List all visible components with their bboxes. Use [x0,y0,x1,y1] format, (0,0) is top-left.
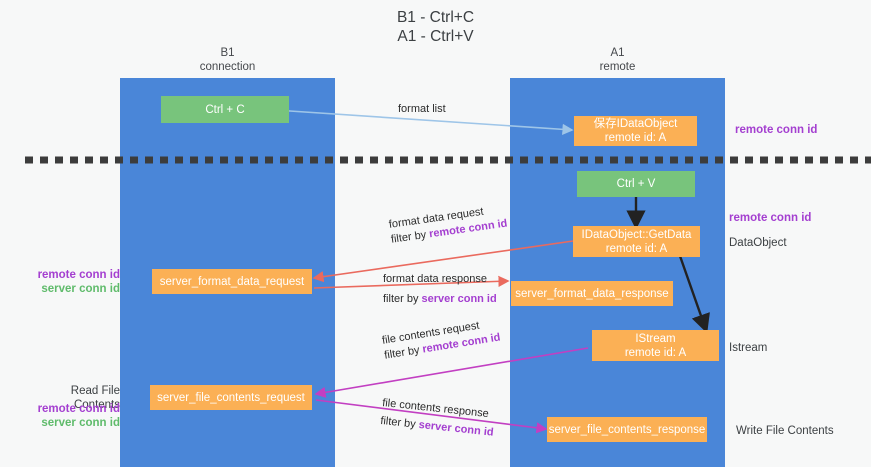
edge-label-file-contents-response: file contents response filter by server … [380,396,497,441]
right-label-istream: Istream [729,342,768,354]
node-ctrl-c[interactable]: Ctrl + C [161,96,289,123]
right-label-remote-conn-id-top: remote conn id [735,124,818,136]
page-title: B1 - Ctrl+C A1 - Ctrl+V [396,9,475,45]
edge-label-format-data-response-filter: filter by server conn id [383,293,497,305]
left-label-remote-conn-id-bottom: remote conn id [37,403,120,415]
node-server-format-data-request[interactable]: server_format_data_request [152,269,312,294]
node-istream[interactable]: IStream remote id: A [592,330,719,361]
node-ctrl-v[interactable]: Ctrl + V [577,171,695,197]
edge-label-format-data-request: format data request filter by remote con… [388,202,508,248]
lane-header-a1: A1 remote [599,47,636,73]
right-label-remote-conn-id-mid: remote conn id [729,212,812,224]
node-save-idataobject[interactable]: 保存IDataObject remote id: A [574,116,697,146]
edge-label-file-contents-request: file contents request filter by remote c… [381,316,502,364]
node-idataobject-getdata[interactable]: IDataObject::GetData remote id: A [573,226,700,257]
left-label-read-file-contents: Read File Contents [70,385,120,411]
lane-header-b1: B1 connection [199,47,256,73]
edge-label-format-data-response-text: format data response [383,273,487,285]
right-label-write-file-contents: Write File Contents [736,425,834,437]
edge-label-format-data-response: format data response filter by server co… [383,272,497,307]
node-server-file-contents-response[interactable]: server_file_contents_response [547,417,707,442]
node-server-format-data-response[interactable]: server_format_data_response [511,281,673,306]
left-label-conn-ids-bottom: remote conn id server conn id [16,402,120,430]
edge-label-format-list: format list [398,103,446,115]
left-label-server-conn-id-bottom: server conn id [41,417,120,429]
left-label-server-conn-id-mid: server conn id [41,283,120,295]
right-label-dataobject: DataObject [729,237,787,249]
node-server-file-contents-request[interactable]: server_file_contents_request [150,385,312,410]
left-label-remote-conn-id-mid: remote conn id [37,269,120,281]
left-label-conn-ids-mid: remote conn id server conn id [16,268,120,296]
